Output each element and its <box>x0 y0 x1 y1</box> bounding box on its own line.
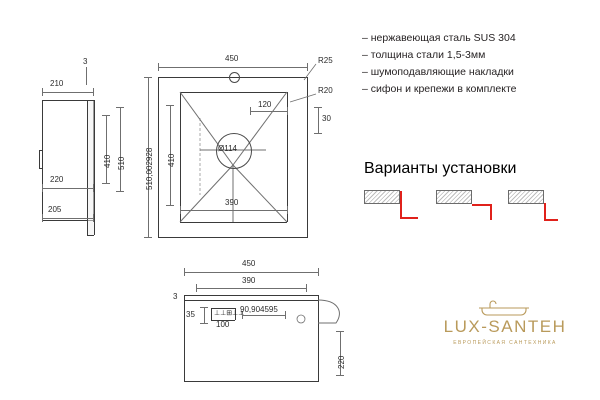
radius-big-label: R25 <box>318 56 333 65</box>
bathtub-icon <box>479 300 529 316</box>
side-mid-width-label: 220 <box>50 175 64 184</box>
front-inner-width-label: 390 <box>242 276 256 285</box>
faucet-arc <box>296 299 340 324</box>
spec-item: – нержавеющая сталь SUS 304 <box>362 32 516 44</box>
brand-tagline: ЕВРОПЕЙСКАЯ САНТЕХНИКА <box>453 340 557 346</box>
spec-item: – толщина стали 1,5-3мм <box>362 49 486 61</box>
side-outer-height-label: 510 <box>117 156 126 170</box>
side-bottom-width-label: 205 <box>48 205 62 214</box>
top-edge-label: 30 <box>322 114 331 123</box>
top-depth-label: 510,002928 <box>145 147 154 190</box>
top-bowl-width-label: 390 <box>225 198 239 207</box>
side-top-width-label: 210 <box>50 79 64 88</box>
drain-diameter-label: Ø114 <box>218 144 237 153</box>
variant-2-red-line-h <box>472 204 492 206</box>
front-small-label: 100 <box>216 320 230 329</box>
front-chain-label: 90,904595 <box>240 305 278 314</box>
top-view: 450 Ø114 R25 R20 <box>140 45 360 245</box>
variant-2-red-line-v <box>490 204 492 220</box>
brand-logo: LUX-SANTEH ЕВРОПЕЙСКАЯ САНТЕХНИКА <box>430 300 580 350</box>
spec-item: – сифон и крепежи в комплекте <box>362 83 517 95</box>
variants-title: Варианты установки <box>364 160 517 177</box>
top-offset-label: 120 <box>258 100 272 109</box>
side-view: 3 210 410 510 220 <box>20 55 150 245</box>
spec-list: – нержавеющая сталь SUS 304 – толщина ст… <box>362 30 517 98</box>
variant-1-red-line-h <box>400 217 418 219</box>
variant-3-red-line-v <box>544 203 546 221</box>
variant-1 <box>364 190 424 230</box>
front-left-offset-label: 35 <box>186 310 195 319</box>
spec-item: – шумоподавляющие накладки <box>362 66 514 78</box>
drain-hole <box>216 133 252 169</box>
faucet-hole <box>229 72 240 83</box>
variant-2 <box>436 190 496 230</box>
radius-small-label: R20 <box>318 86 333 95</box>
variant-1-red-line <box>400 191 402 219</box>
top-bowl-height-label: 410 <box>167 153 176 167</box>
front-thickness-label: 3 <box>173 292 178 301</box>
variant-3-red-line-h <box>544 219 558 221</box>
front-view: 450 390 3 35 ⊥⊥⊞⊥⊥ 100 90,904595 <box>160 255 360 385</box>
side-thickness-label: 3 <box>83 57 88 66</box>
variant-3 <box>508 190 568 230</box>
side-inner-height-label: 410 <box>103 154 112 168</box>
brand-name: LUX-SANTEH <box>443 317 567 336</box>
top-width-label: 450 <box>225 54 239 63</box>
front-width-label: 450 <box>242 259 256 268</box>
front-height-label: 220 <box>337 355 346 369</box>
